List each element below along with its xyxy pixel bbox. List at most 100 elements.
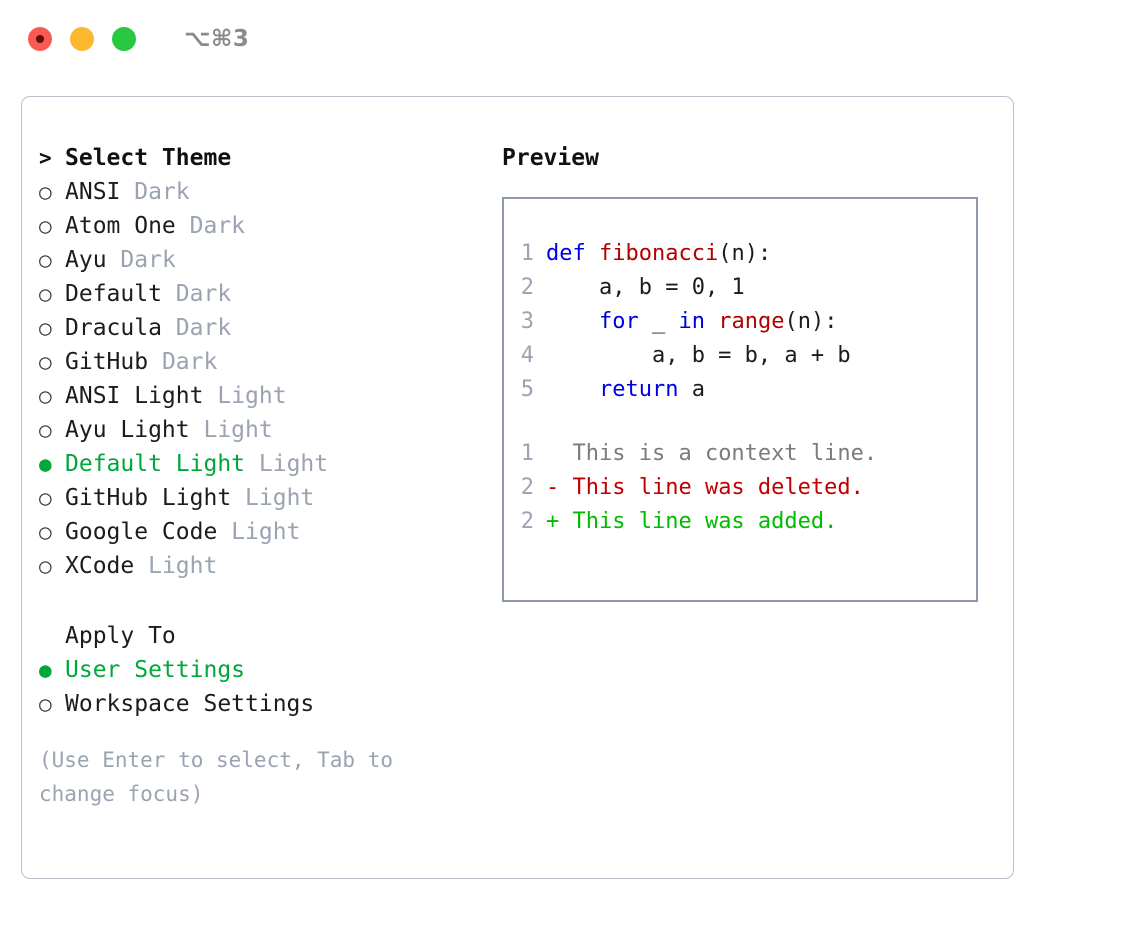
diff-marker: + bbox=[546, 509, 560, 534]
apply-to-title: Apply To bbox=[65, 623, 176, 649]
radio-unselected-icon[interactable]: ○ bbox=[39, 180, 52, 204]
keyboard-hint-text: (Use Enter to select, Tab to change focu… bbox=[39, 748, 406, 806]
code-token: _ bbox=[638, 309, 679, 334]
code-token: range bbox=[718, 309, 785, 334]
theme-list-item[interactable]: ○GitHub Dark bbox=[39, 345, 479, 379]
radio-unselected-icon[interactable]: ○ bbox=[39, 350, 52, 374]
spacer bbox=[162, 311, 176, 345]
code-line: 5 return a bbox=[504, 373, 976, 407]
theme-variant-badge: Light bbox=[231, 519, 301, 545]
code-line: 2 a, b = 0, 1 bbox=[504, 271, 976, 305]
theme-list-item[interactable]: ○Default Dark bbox=[39, 277, 479, 311]
theme-list-item[interactable]: ○Google Code Light bbox=[39, 515, 479, 549]
radio-selected-icon[interactable]: ● bbox=[39, 658, 52, 682]
title-bar: ⌥⌘3 bbox=[0, 0, 1140, 78]
theme-variant-badge: Dark bbox=[175, 315, 232, 341]
line-number: 2 bbox=[520, 475, 534, 500]
diff-line: 2- This line was deleted. bbox=[504, 471, 976, 505]
diff-content: This line was added. bbox=[559, 509, 838, 534]
code-token: (n): bbox=[784, 309, 838, 334]
code-token: for bbox=[598, 309, 639, 334]
apply-to-option[interactable]: ●User Settings bbox=[39, 653, 479, 687]
apply-to-option[interactable]: ○Workspace Settings bbox=[39, 687, 479, 721]
line-number: 4 bbox=[520, 343, 534, 368]
diff-content: This line was deleted. bbox=[559, 475, 864, 500]
theme-variant-badge: Dark bbox=[134, 179, 190, 205]
radio-unselected-icon[interactable]: ○ bbox=[39, 486, 52, 510]
diff-content: This is a context line. bbox=[559, 441, 878, 466]
theme-name: GitHub Light bbox=[65, 485, 232, 511]
theme-name: Atom One bbox=[65, 213, 176, 239]
minimize-button[interactable] bbox=[70, 27, 94, 51]
theme-name: ANSI bbox=[65, 179, 121, 205]
theme-picker-header: > Select Theme bbox=[39, 141, 479, 175]
spacer bbox=[203, 379, 217, 413]
theme-variant-badge: Dark bbox=[175, 281, 232, 307]
code-token bbox=[546, 377, 599, 402]
code-text: return a bbox=[546, 373, 705, 407]
code-token: a, b = 0, 1 bbox=[546, 275, 745, 300]
diff-marker bbox=[546, 441, 559, 466]
theme-name: ANSI Light bbox=[65, 383, 204, 409]
code-line: 1 def fibonacci(n): bbox=[504, 237, 976, 271]
spacer bbox=[148, 345, 162, 379]
maximize-button[interactable] bbox=[112, 27, 136, 51]
radio-unselected-icon[interactable]: ○ bbox=[39, 248, 52, 272]
code-token: fibonacci bbox=[599, 241, 719, 266]
theme-list-item[interactable]: ○ ANSI Dark bbox=[39, 175, 479, 209]
radio-selected-icon[interactable]: ● bbox=[39, 452, 52, 476]
diff-text: + This line was added. bbox=[546, 505, 837, 539]
close-button[interactable] bbox=[28, 27, 52, 51]
diff-line: 2 + This line was added. bbox=[504, 505, 976, 539]
code-text: a, b = 0, 1 bbox=[546, 271, 745, 305]
spacer bbox=[120, 175, 134, 209]
radio-unselected-icon[interactable]: ○ bbox=[39, 214, 52, 238]
radio-unselected-icon[interactable]: ○ bbox=[39, 418, 52, 442]
theme-variant-badge: Dark bbox=[120, 247, 176, 273]
theme-variant-badge: Light bbox=[258, 451, 329, 477]
radio-unselected-icon[interactable]: ○ bbox=[39, 384, 52, 408]
theme-variant-badge: Light bbox=[203, 417, 273, 443]
diff-text: This is a context line. bbox=[546, 437, 877, 471]
theme-name: XCode bbox=[65, 553, 135, 579]
line-number: 1 bbox=[520, 241, 534, 266]
line-number: 1 bbox=[520, 441, 534, 466]
diff-line: 1 This is a context line. bbox=[504, 437, 976, 471]
theme-name: Ayu Light bbox=[65, 417, 190, 443]
theme-list-item[interactable]: ○ GitHub Light Light bbox=[39, 481, 479, 515]
radio-unselected-icon[interactable]: ○ bbox=[39, 282, 52, 306]
spacer bbox=[162, 277, 176, 311]
diff-marker: - bbox=[546, 475, 560, 500]
theme-variant-badge: Light bbox=[245, 485, 315, 511]
theme-variant-badge: Light bbox=[148, 553, 218, 579]
code-token: def bbox=[546, 241, 586, 266]
code-text: a, b = b, a + b bbox=[546, 339, 851, 373]
theme-list-item[interactable]: ○Ayu Dark bbox=[39, 243, 479, 277]
radio-unselected-icon[interactable]: ○ bbox=[39, 692, 52, 716]
radio-unselected-icon[interactable]: ○ bbox=[39, 554, 52, 578]
keyboard-shortcut-label: ⌥⌘3 bbox=[184, 26, 250, 52]
radio-unselected-icon[interactable]: ○ bbox=[39, 520, 52, 544]
theme-list-item[interactable]: ○Atom One Dark bbox=[39, 209, 479, 243]
code-text: for _ in range(n): bbox=[546, 305, 837, 339]
radio-unselected-icon[interactable]: ○ bbox=[39, 316, 52, 340]
theme-picker-column: > Select Theme ○ANSI Dark○Atom One Dark○… bbox=[39, 141, 479, 811]
theme-list-item[interactable]: ●Default Light Light bbox=[39, 447, 479, 481]
main-panel: > Select Theme ○ANSI Dark○Atom One Dark○… bbox=[21, 96, 1014, 879]
spacer bbox=[190, 413, 204, 447]
theme-list-item[interactable]: ○ XCode Light bbox=[39, 549, 479, 583]
code-token bbox=[586, 241, 599, 266]
prompt-caret-icon: > bbox=[39, 146, 52, 170]
line-number: 2 bbox=[520, 509, 534, 534]
diff-text: - This line was deleted. bbox=[546, 471, 864, 505]
spacer bbox=[134, 549, 148, 583]
code-line: 4 a, b = b, a + b bbox=[504, 339, 976, 373]
theme-list-item[interactable]: ○ Ayu Light Light bbox=[39, 413, 479, 447]
spacer bbox=[217, 515, 231, 549]
code-token: (n): bbox=[718, 241, 772, 266]
code-token: a, b = b, a + b bbox=[546, 343, 851, 368]
theme-list-item[interactable]: ○ANSI Light Light bbox=[39, 379, 479, 413]
theme-list-item[interactable]: ○Dracula Dark bbox=[39, 311, 479, 345]
